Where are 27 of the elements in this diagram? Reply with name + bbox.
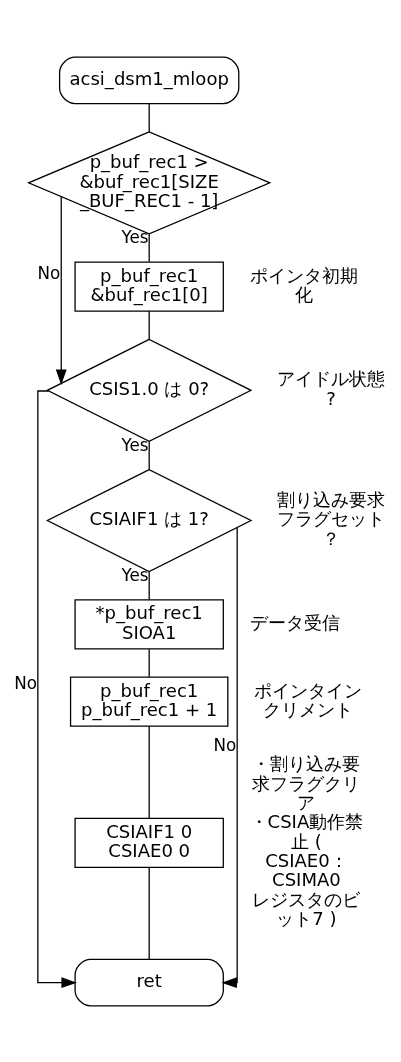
- arrow: [55, 195, 67, 385]
- node-box: CSIAIF1 0 CSIAE0 0: [74, 817, 224, 868]
- connector: [148, 866, 150, 960]
- node-label: アイドル状態?: [276, 367, 385, 409]
- node-box: p_buf_rec1 p_buf_rec1 + 1: [69, 676, 229, 727]
- connector: [148, 725, 150, 819]
- node-box: *p_buf_rec1 SIOA1: [74, 598, 224, 649]
- connector: [148, 310, 150, 340]
- node-label: ポインタインクリメント: [253, 679, 362, 720]
- connector: [148, 648, 150, 677]
- node-label: ・CSIA動作禁止 ( CSIAE0： CSIMA0 レジスタのビット7 ): [249, 810, 364, 929]
- node-box: p_buf_rec1 &buf_rec1[0]: [74, 260, 224, 312]
- edge-label: No: [37, 262, 61, 283]
- arrow: [221, 526, 238, 988]
- arrow: [37, 389, 77, 988]
- connector: [148, 102, 150, 132]
- connector: [148, 570, 150, 600]
- connector: [148, 440, 150, 470]
- node-label: ポインタ初期化: [249, 264, 358, 305]
- edge-label: No: [213, 734, 237, 755]
- node-label: 割り込み要求フラグセット？: [276, 488, 385, 549]
- node-box: acsi_dsm1_mloop: [58, 56, 240, 104]
- node-label: ・割り込み要求フラグクリア: [252, 752, 361, 813]
- connector: [148, 232, 150, 262]
- node-label: データ受信: [249, 611, 340, 633]
- node-box: ret: [74, 958, 224, 1006]
- edge-label: No: [14, 672, 37, 693]
